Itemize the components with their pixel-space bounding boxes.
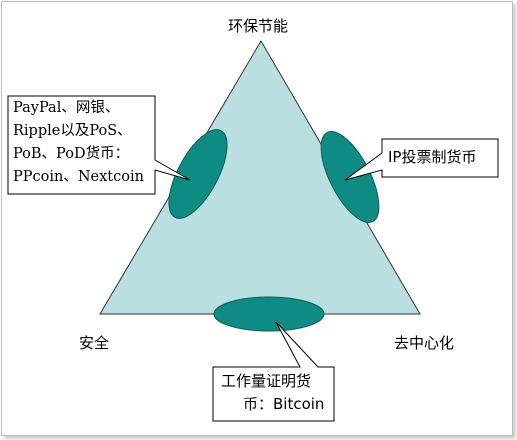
callout-left-line-4: PPcoin、Nextcoin bbox=[13, 169, 144, 185]
callout-bottom-box bbox=[212, 321, 335, 422]
callout-left-line-3: PoB、PoD货币： bbox=[13, 146, 130, 162]
label-top: 环保节能 bbox=[228, 17, 289, 35]
callout-bottom-line-1: 工作量证明货 bbox=[221, 372, 312, 390]
callout-left-line-1: PayPal、网银、 bbox=[13, 100, 120, 116]
label-bottom-right: 去中心化 bbox=[394, 334, 455, 352]
ellipse-left bbox=[168, 129, 228, 219]
callout-right-box bbox=[344, 138, 499, 181]
label-bottom-left: 安全 bbox=[79, 334, 110, 352]
callout-bottom-line-2: 币：Bitcoin bbox=[243, 395, 325, 413]
callout-right-line-1: IP投票制货币 bbox=[388, 148, 477, 166]
ellipse-bottom bbox=[213, 296, 325, 332]
callout-left-box bbox=[7, 95, 191, 195]
callout-left-line-2: Ripple以及PoS、 bbox=[13, 123, 132, 139]
